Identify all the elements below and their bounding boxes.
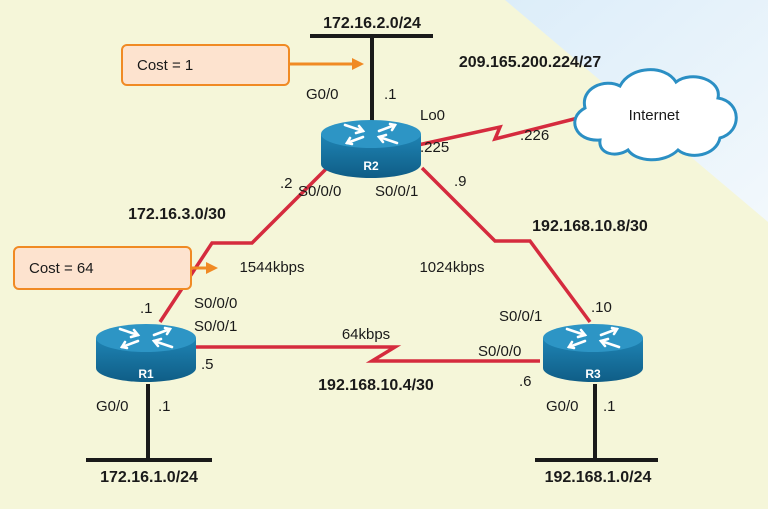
r1-s000-label: S0/0/0: [194, 295, 237, 312]
r1-s001-host: .5: [201, 356, 214, 373]
bandwidth-r1-r3: 64kbps: [342, 326, 390, 343]
network-r1-lan: 172.16.1.0/24: [100, 469, 198, 486]
cost-arrow-r2: [290, 58, 364, 70]
serial-link-r2-internet: [417, 116, 579, 147]
r2-s001-label: S0/0/1: [375, 183, 418, 200]
network-r1-r3: 192.168.10.4/30: [318, 377, 434, 394]
network-r3-lan: 192.168.1.0/24: [545, 469, 652, 486]
router-r3[interactable]: R3: [543, 324, 643, 382]
cost-callout-r1: Cost = 64: [13, 246, 192, 290]
network-r2-r3: 192.168.10.8/30: [532, 218, 648, 235]
bandwidth-r2-r3: 1024kbps: [419, 259, 484, 276]
r2-lo0-host: .225: [420, 139, 449, 156]
isp-host: .226: [520, 127, 549, 144]
r2-g00-label: G0/0: [306, 86, 339, 103]
network-r2-lan: 172.16.2.0/24: [323, 15, 421, 32]
cost-arrow-r1: [192, 262, 218, 274]
bandwidth-r1-r2: 1544kbps: [239, 259, 304, 276]
network-r1-r2: 172.16.3.0/30: [128, 206, 226, 223]
r3-s000-host: .6: [519, 373, 532, 390]
r3-lan-segment: [535, 384, 658, 462]
internet-label: Internet: [629, 107, 681, 124]
r2-s000-host: .2: [280, 175, 293, 192]
r3-s001-host: .10: [591, 299, 612, 316]
cost-callout-r2: Cost = 1: [121, 44, 290, 86]
r2-lan-segment: [310, 34, 433, 128]
r3-s001-label: S0/0/1: [499, 308, 542, 325]
r3-s000-label: S0/0/0: [478, 343, 521, 360]
r2-lo0-label: Lo0: [420, 107, 445, 124]
cloud-icon: Internet: [573, 68, 738, 162]
cost-callout-r2-text: Cost = 1: [137, 56, 194, 74]
r3-g00-host: .1: [603, 398, 616, 415]
router-r1[interactable]: R1: [96, 324, 196, 382]
r2-g00-host: .1: [384, 86, 397, 103]
router-icon: [543, 324, 643, 382]
r1-g00-label: G0/0: [96, 398, 129, 415]
router-r3-name: R3: [585, 367, 601, 381]
network-isp-link: 209.165.200.224/27: [459, 54, 601, 71]
router-icon: [96, 324, 196, 382]
r1-lan-segment: [86, 384, 212, 462]
router-r1-name: R1: [138, 367, 154, 381]
r3-g00-label: G0/0: [546, 398, 579, 415]
cost-callout-r1-text: Cost = 64: [29, 259, 94, 277]
r1-s000-host: .1: [140, 300, 153, 317]
router-r2-name: R2: [363, 159, 379, 173]
serial-link-r1-r3: [192, 345, 540, 363]
r2-s000-label: S0/0/0: [298, 183, 341, 200]
r1-s001-label: S0/0/1: [194, 318, 237, 335]
r1-g00-host: .1: [158, 398, 171, 415]
serial-link-r2-r3: [420, 166, 592, 324]
router-r2[interactable]: R2: [321, 120, 421, 178]
r2-s001-host: .9: [454, 173, 467, 190]
router-icon: [321, 120, 421, 178]
